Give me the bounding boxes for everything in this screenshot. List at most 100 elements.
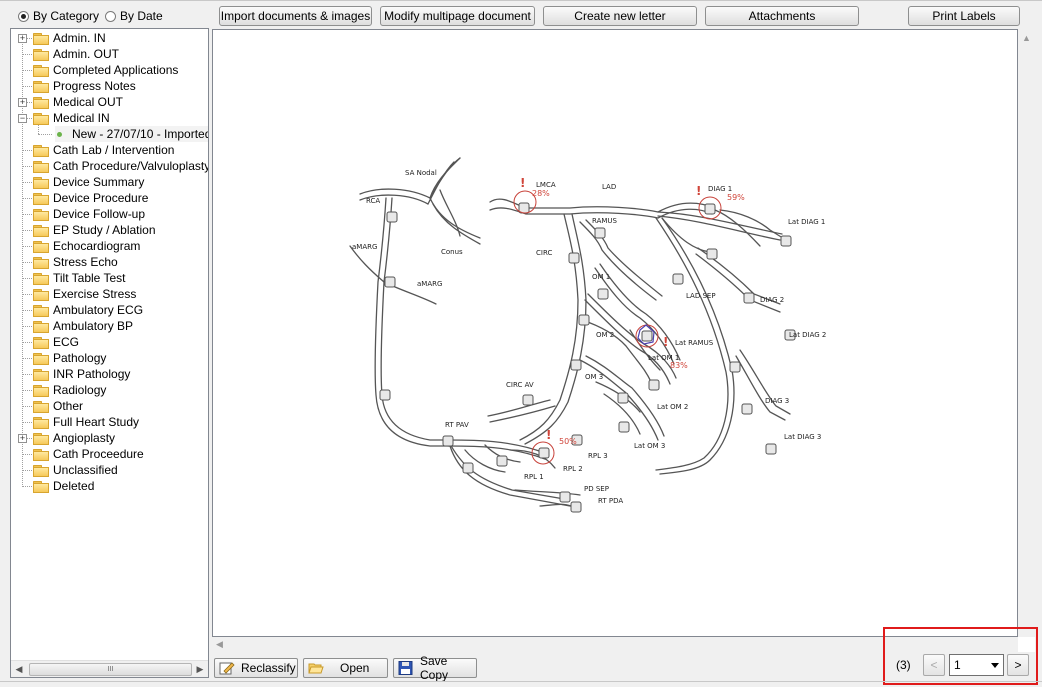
label-lat-ramus: Lat RAMUS (675, 339, 714, 347)
tree-item-label: Tilt Table Test (53, 271, 126, 285)
tree-document-item[interactable]: New - 27/07/10 - Imported c (55, 126, 208, 142)
tree-category-item[interactable]: Completed Applications (33, 62, 178, 78)
expand-icon[interactable]: + (18, 97, 27, 107)
label-lat-diag2: Lat DIAG 2 (789, 331, 826, 339)
scroll-left-icon[interactable]: ◀ (216, 639, 223, 649)
coronary-tree-diagram: SA Nodal LMCA LAD DIAG 1 RCA RAMUS Lat D… (349, 157, 826, 513)
folder-icon (33, 480, 49, 493)
folder-icon (33, 112, 49, 125)
tree-item-label: Cath Proceedure (53, 447, 144, 461)
page-select[interactable]: 1 (949, 654, 1004, 676)
tree-connector (22, 166, 32, 167)
folder-icon (33, 208, 49, 221)
tree-category-item[interactable]: Other (33, 398, 83, 414)
viewer-horizontal-scrollbar[interactable]: ◀ (212, 638, 1018, 652)
tree-connector (22, 326, 32, 327)
folder-icon (33, 416, 49, 429)
tree-category-item[interactable]: Radiology (33, 382, 106, 398)
scroll-up-icon[interactable]: ▲ (1022, 33, 1031, 43)
tree-category-item[interactable]: Echocardiogram (33, 238, 140, 254)
tree-category-item[interactable]: Medical IN (33, 110, 110, 126)
tree-item-label: Ambulatory ECG (53, 303, 144, 317)
tree-category-item[interactable]: EP Study / Ablation (33, 222, 156, 238)
tree-item-label: Admin. IN (53, 31, 106, 45)
tree-category-item[interactable]: INR Pathology (33, 366, 130, 382)
tree-category-item[interactable]: Ambulatory BP (33, 318, 133, 334)
tree-item-label: Angioplasty (53, 431, 116, 445)
attachments-button[interactable]: Attachments (705, 6, 859, 26)
tree-category-item[interactable]: Pathology (33, 350, 106, 366)
import-documents-button[interactable]: Import documents & images (219, 6, 372, 26)
tree-category-item[interactable]: Cath Proceedure (33, 446, 144, 462)
label-rt-pav: RT PAV (445, 421, 469, 429)
tree-category-item[interactable]: Tilt Table Test (33, 270, 125, 286)
tree-connector (22, 342, 32, 343)
create-letter-button[interactable]: Create new letter (543, 6, 697, 26)
tree-item-label: Echocardiogram (53, 239, 141, 253)
expand-icon[interactable]: + (18, 433, 27, 443)
label-rpl1: RPL 1 (524, 473, 544, 481)
tree-item-label: Full Heart Study (53, 415, 140, 429)
tree-category-item[interactable]: Cath Procedure/Valvuloplasty (33, 158, 208, 174)
label-circ: CIRC (536, 249, 552, 257)
label-om1: OM 1 (592, 273, 610, 281)
next-page-button[interactable]: > (1007, 654, 1029, 676)
tree-category-item[interactable]: Medical OUT (33, 94, 123, 110)
modify-multipage-button[interactable]: Modify multipage document (380, 6, 535, 26)
tree-category-item[interactable]: Cath Lab / Intervention (33, 142, 174, 158)
lesion-pct-rtpav: 50% (559, 437, 577, 446)
radio-by-category[interactable]: By Category (18, 8, 99, 24)
tree-category-item[interactable]: Device Procedure (33, 190, 148, 206)
folder-icon (33, 448, 49, 461)
viewer-vertical-scrollbar[interactable]: ▲ (1018, 29, 1035, 637)
tree-connector (22, 246, 32, 247)
radio-by-date[interactable]: By Date (105, 8, 163, 24)
page-count: (3) (896, 658, 911, 672)
print-labels-button[interactable]: Print Labels (908, 6, 1020, 26)
radio-indicator-selected[interactable] (18, 10, 29, 22)
tree-category-item[interactable]: Angioplasty (33, 430, 115, 446)
tree-item-label: ECG (53, 335, 80, 349)
scroll-thumb[interactable]: III (29, 663, 192, 676)
folder-icon (33, 256, 49, 269)
tree-category-item[interactable]: Ambulatory ECG (33, 302, 143, 318)
lesion-marker-om1 (637, 324, 655, 345)
document-viewer[interactable] (212, 29, 1018, 637)
tree-category-item[interactable]: ECG (33, 334, 79, 350)
folder-icon (33, 192, 49, 205)
page-select-value: 1 (954, 658, 961, 672)
prev-page-button[interactable]: < (923, 654, 945, 676)
save-copy-button[interactable]: Save Copy (393, 654, 477, 682)
collapse-icon[interactable]: − (18, 113, 27, 123)
tree-horizontal-scrollbar[interactable]: ◀ III ▶ (11, 660, 208, 677)
scroll-right-icon[interactable]: ▶ (196, 663, 204, 674)
tree-category-item[interactable]: Full Heart Study (33, 414, 139, 430)
tree-item-label: Unclassified (53, 463, 118, 477)
scroll-left-icon[interactable]: ◀ (15, 663, 23, 674)
tree-connector (22, 454, 32, 455)
label-om2: OM 2 (596, 331, 614, 339)
tree-connector (22, 374, 32, 375)
folder-icon (33, 144, 49, 157)
radio-indicator[interactable] (105, 10, 116, 22)
tree-category-item[interactable]: Progress Notes (33, 78, 136, 94)
tree-connector (22, 54, 32, 55)
tree-category-item[interactable]: Admin. IN (33, 30, 106, 46)
folder-icon (33, 224, 49, 237)
folder-icon (33, 304, 49, 317)
tree-connector (22, 470, 32, 471)
tree-category-item[interactable]: Stress Echo (33, 254, 118, 270)
bottom-border (0, 681, 1042, 682)
tree-category-item[interactable]: Admin. OUT (33, 46, 119, 62)
folder-icon (33, 400, 49, 413)
tree-category-item[interactable]: Deleted (33, 478, 94, 494)
open-button[interactable]: Open (303, 658, 388, 678)
label-lat-diag1: Lat DIAG 1 (788, 218, 825, 226)
tree-category-item[interactable]: Device Follow-up (33, 206, 145, 222)
reclassify-button[interactable]: Reclassify (214, 658, 298, 678)
tree-category-item[interactable]: Unclassified (33, 462, 118, 478)
tree-category-item[interactable]: Exercise Stress (33, 286, 136, 302)
expand-icon[interactable]: + (18, 33, 27, 43)
tree-category-item[interactable]: Device Summary (33, 174, 144, 190)
